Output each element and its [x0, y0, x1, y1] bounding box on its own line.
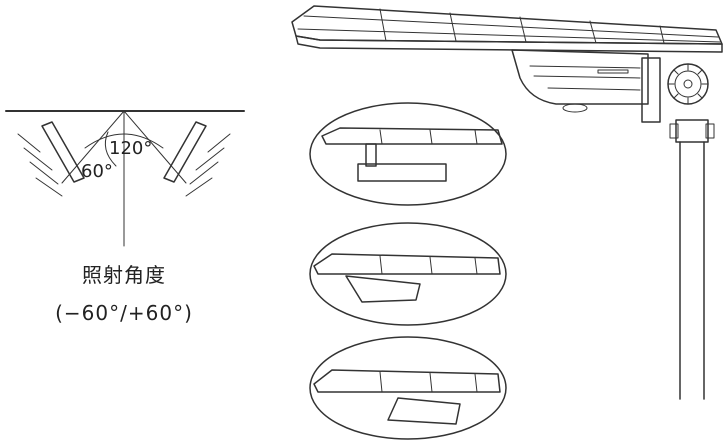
solar-panel-top: [291, 5, 723, 45]
right-light-ray: [189, 161, 219, 185]
pole-clamp: [675, 119, 709, 143]
solar-cell-grid: [297, 8, 721, 44]
pole-bracket: [641, 57, 715, 143]
left-light-ray: [23, 147, 53, 171]
right-lamp-head-icon: [163, 121, 231, 197]
outer-angle-arc: [104, 131, 117, 167]
lens-frame: [309, 102, 507, 206]
inner-angle-arc: [84, 133, 164, 149]
lens-frame: [309, 336, 507, 440]
tilt-view-horizontal: [309, 102, 507, 206]
dial-marks: [667, 63, 709, 105]
solar-panel: [291, 5, 723, 53]
left-light-ray: [29, 161, 59, 185]
left-angle-ray: [61, 110, 125, 184]
right-light-ray: [195, 147, 225, 171]
inner-angle-label: 120°: [109, 138, 152, 159]
tilt-position-views: [309, 102, 507, 440]
left-light-ray: [17, 133, 41, 153]
right-light-ray: [207, 133, 231, 153]
bracket-arm: [641, 57, 661, 123]
outer-angle-label: 60°: [81, 161, 113, 182]
left-light-ray: [35, 177, 63, 197]
caption-range: (−60°/+60°): [55, 301, 193, 325]
mini-lamp-head: [387, 397, 461, 425]
tilt-view-max: [309, 336, 507, 440]
mini-lamp-head: [357, 163, 447, 182]
lens-frame: [309, 222, 507, 326]
mini-solar-panel: [321, 127, 503, 145]
lamp-pole: [679, 141, 705, 400]
mini-lamp-head: [345, 275, 421, 303]
solar-panel-edge: [295, 35, 723, 53]
mini-solar-panel: [313, 253, 501, 275]
right-lamp-body: [163, 121, 207, 183]
left-lamp-body: [41, 121, 85, 183]
lamp-housing-detail: [529, 65, 641, 113]
caption-title: 照射角度: [82, 263, 166, 287]
right-angle-ray: [123, 110, 187, 184]
tilt-view-mid: [309, 222, 507, 326]
illumination-angle-diagram: 120° 60° 照射角度 (−60°/+60°): [5, 110, 245, 325]
left-lamp-head-icon: [17, 121, 85, 197]
right-light-ray: [185, 177, 213, 197]
solar-street-light-illustration: [291, 5, 723, 400]
mini-solar-panel: [313, 369, 501, 393]
lamp-housing: [511, 49, 649, 105]
